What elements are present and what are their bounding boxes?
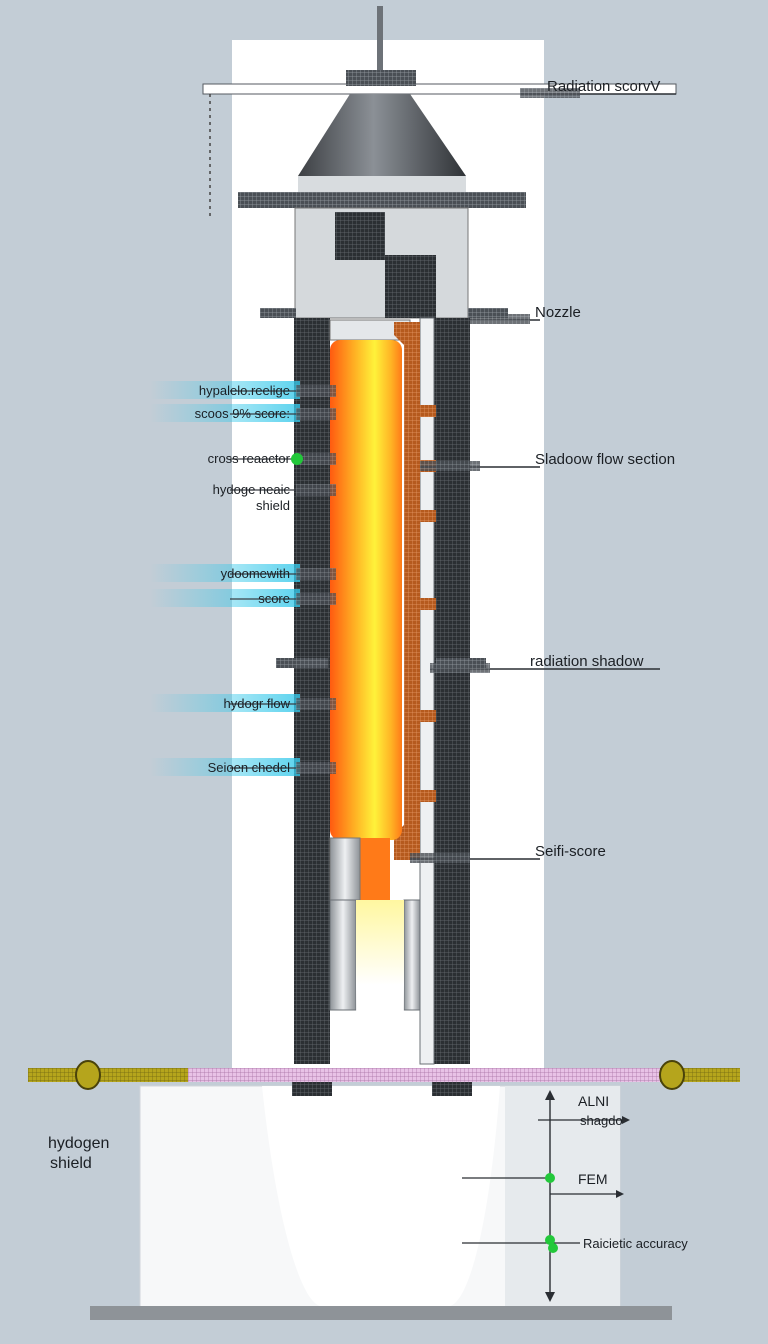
rail-left-grid [28,1068,188,1082]
label-glow [150,404,300,422]
bottom-label-alni: ALNI [578,1093,609,1109]
floor-plate [90,1306,672,1320]
cone-collar [298,176,466,192]
label-glow [150,758,300,776]
left-outer-wall [294,318,330,1064]
lower-pipe-left [329,899,357,1011]
label-glow [150,694,300,712]
leader-grid [296,484,336,496]
upper-right-flange [468,308,508,318]
left-label-cross-reactor: cross reaactor [208,451,291,466]
lower-pipe-right [403,899,421,1011]
left-label-score: score [258,591,290,606]
left-label-ydoomewith: ydoomewith [221,566,290,581]
nozzle-cone [298,94,466,176]
leader-grid [296,568,336,580]
green-marker-dot [548,1243,558,1253]
bottom-label-raicietic-accuracy: Raicietic accuracy [583,1236,688,1251]
left-label-hydogr-flow: hydogr flow [224,696,291,711]
bottom-label-fem: FEM [578,1171,608,1187]
left-label-scoos-score: scoos 9% score: [195,406,290,421]
leader-grid [296,698,336,710]
cone-cap-grid [346,70,416,86]
top-crossbar [202,83,677,95]
core-lower-orange [360,838,390,900]
right-label-radiation-shadow: radiation shadow [530,653,644,670]
right-label-self-score: Seifi-score [535,843,606,860]
wall-tick-mark [420,405,436,417]
leader-grid [470,314,530,324]
label-glow [150,381,300,399]
leader-grid [296,762,336,774]
green-marker-dot [545,1235,555,1245]
wall-tick-mark [420,510,436,522]
rail-right-foot [432,1082,472,1096]
reactor-core [330,340,402,840]
bottom-label-hydogen-shield-title-2: shield [50,1155,92,1172]
wall-tick-mark [420,710,436,722]
leader-grid [296,453,336,465]
right-label-nozzle: Nozzle [535,304,581,321]
green-marker-dot [545,1173,555,1183]
green-marker-dot [291,453,303,465]
fem-arrowhead [616,1190,624,1198]
rail-left-bolt [75,1060,101,1090]
label-glow [150,589,300,607]
left-label-seloen-chedel: Seioen chedel [208,760,291,775]
copper-liner [394,322,420,860]
right-inner-channel [419,317,435,1065]
left-labels: hypalelo.reelige scoos 9% score: cross rea… [150,381,336,776]
core-lower-left-pipe [329,837,361,901]
top-antenna [377,6,383,86]
upper-flange [238,192,526,208]
shagdo-arrowhead [622,1116,630,1124]
left-label-hypaleo-reelige: hypalelo.reelige [199,383,290,398]
leader-grid [296,408,336,420]
leader-grid [296,385,336,397]
leader-grid [430,663,490,673]
left-mid-flange [276,658,328,668]
leader-grid [520,88,580,98]
rail-mid-grid [188,1068,660,1082]
wall-tick-mark [420,598,436,610]
leader-grid [420,461,480,471]
right-label-shadow-flow-section: Sladoow flow section [535,451,675,468]
left-label-hydogen-sheild-2: shield [256,498,290,513]
upper-left-flange [260,308,296,318]
label-glow [150,564,300,582]
left-label-hydogen-sheild-1: hydoge neaic [213,482,291,497]
leader-grid [296,593,336,605]
right-outer-wall [434,318,470,1064]
upper-body-step-pattern [335,212,436,318]
exhaust-plume-base [262,1086,500,1306]
wall-tick-mark [420,790,436,802]
rail-right-bolt [659,1060,685,1090]
exhaust-plume [356,900,404,1070]
bottom-label-hydogen-shield-title-1: hydogen [48,1135,109,1152]
bottom-label-shagdo: shagdo [580,1113,623,1128]
rail-left-foot [292,1082,332,1096]
base-block-right-panel [505,1086,620,1310]
leader-grid [410,853,470,863]
right-label-radiation-scorvv: Radiation scorvV [547,78,660,95]
